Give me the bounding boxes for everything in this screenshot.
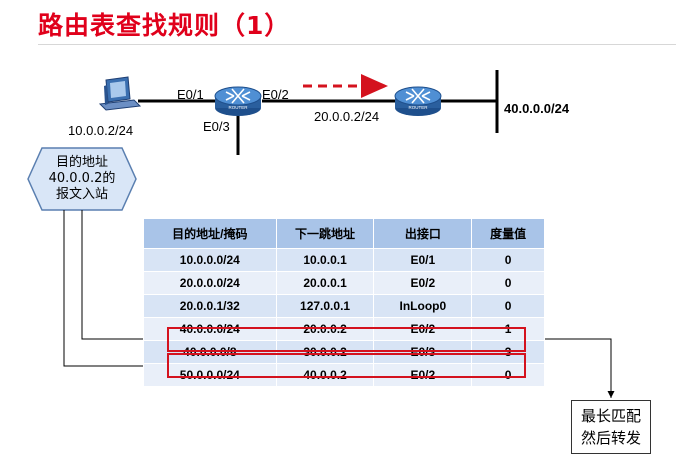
table-cell: E0/2: [373, 271, 473, 295]
table-cell: 127.0.0.1: [275, 294, 375, 318]
link-ip-label: 20.0.0.2/24: [314, 109, 380, 124]
pc-icon: [98, 76, 142, 111]
svg-text:ROUTER: ROUTER: [409, 105, 429, 110]
table-cell: InLoop0: [373, 294, 473, 318]
table-header-row: 目的地址/掩码 下一跳地址 出接口 度量值: [143, 218, 545, 249]
table-cell: 10.0.0.0/24: [143, 248, 277, 272]
table-row: 20.0.0.0/24 20.0.0.1 E0/2 0: [143, 271, 545, 295]
column-header: 度量值: [471, 218, 545, 249]
table-cell: E0/2: [373, 317, 473, 341]
table-cell: E0/2: [373, 363, 473, 387]
table-row: 40.0.0.0/24 20.0.0.2 E0/2 1: [143, 317, 545, 341]
result-arrow: [526, 338, 615, 398]
table-row: 20.0.0.1/32 127.0.0.1 InLoop0 0: [143, 294, 545, 318]
packet-hexagon: [27, 147, 137, 211]
packet-line: 40.0.0.2的: [48, 171, 116, 186]
column-header: 出接口: [373, 218, 473, 249]
lookup-arrow-row-5: [63, 210, 166, 370]
table-cell: 3: [471, 340, 545, 364]
table-cell: 0: [471, 294, 545, 318]
table-cell: 40.0.0.0/24: [143, 317, 277, 341]
routing-table: 目的地址/掩码 下一跳地址 出接口 度量值 10.0.0.0/24 10.0.0…: [143, 218, 545, 387]
router-icon: ROUTER: [214, 86, 262, 116]
table-cell: 10.0.0.1: [275, 248, 375, 272]
router-icon: ROUTER: [394, 86, 442, 116]
column-header: 下一跳地址: [275, 218, 375, 249]
table-cell: 30.0.0.2: [275, 340, 375, 364]
table-cell: 0: [471, 363, 545, 387]
column-header: 目的地址/掩码: [143, 218, 277, 249]
port-label-e03: E0/3: [203, 119, 230, 134]
table-row: 50.0.0.0/24 40.0.0.2 E0/2 0: [143, 363, 545, 387]
svg-text:ROUTER: ROUTER: [229, 105, 249, 110]
table-cell: 20.0.0.1: [275, 271, 375, 295]
incoming-packet-label: 目的地址 40.0.0.2的 报文入站: [28, 148, 136, 210]
port-label-e02: E0/2: [262, 87, 289, 102]
packet-line: 目的地址: [55, 155, 108, 170]
table-cell: 20.0.0.0/24: [143, 271, 277, 295]
table-cell: 0: [471, 248, 545, 272]
table-cell: 1: [471, 317, 545, 341]
table-row: 40.0.0.0/8 30.0.0.2 E0/3 3: [143, 340, 545, 364]
match-highlight-row-4: [167, 327, 526, 352]
result-line: 最长匹配: [580, 407, 641, 425]
result-line: 然后转发: [580, 429, 641, 447]
table-cell: E0/1: [373, 248, 473, 272]
lookup-arrow-row-4: [81, 210, 166, 343]
table-cell: 20.0.0.1/32: [143, 294, 277, 318]
port-label-e01: E0/1: [177, 87, 204, 102]
longest-match-result-box: 最长匹配 然后转发: [571, 400, 651, 454]
table-cell: 20.0.0.2: [275, 317, 375, 341]
table-cell: E0/3: [373, 340, 473, 364]
match-highlight-row-5: [167, 353, 526, 378]
title-divider: [38, 44, 676, 45]
table-row: 10.0.0.0/24 10.0.0.1 E0/1 0: [143, 248, 545, 272]
table-cell: 0: [471, 271, 545, 295]
table-cell: 40.0.0.2: [275, 363, 375, 387]
page-title: 路由表查找规则（1）: [38, 11, 291, 40]
dest-network-label: 40.0.0.0/24: [504, 101, 570, 116]
source-ip-label: 10.0.0.2/24: [68, 123, 134, 138]
packet-line: 报文入站: [55, 187, 108, 202]
